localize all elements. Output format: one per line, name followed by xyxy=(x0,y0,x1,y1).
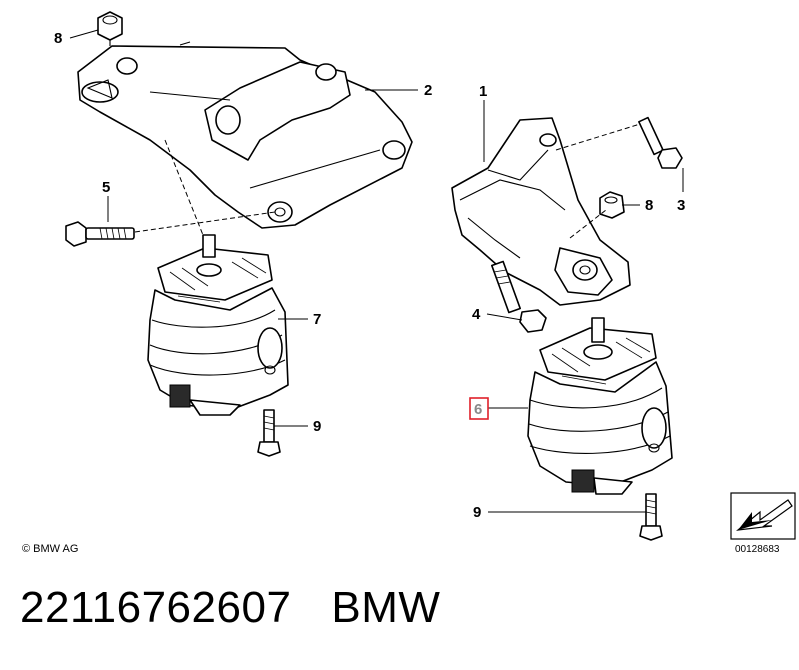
left-engine-mount-part xyxy=(147,234,289,416)
callout-left-5: 5 xyxy=(102,179,110,196)
diagram-reference-number: 00128683 xyxy=(735,544,780,555)
left-mount-pad-hatching xyxy=(169,257,267,303)
right-assembly: 1 8 3 4 6 9 xyxy=(451,83,685,541)
brand-name: BMW xyxy=(331,583,441,632)
right-lower-bolt-part xyxy=(639,493,663,541)
callout-left-9: 9 xyxy=(313,418,321,435)
left-assembly: 8 2 5 7 9 xyxy=(54,11,432,457)
left-hex-nut-part xyxy=(97,11,123,46)
part-number: 22116762607 xyxy=(20,583,292,632)
right-engine-bracket-part xyxy=(451,117,631,306)
direction-arrow-icon xyxy=(730,492,796,540)
callout-right-4: 4 xyxy=(472,306,481,323)
right-mount-pad-hatching xyxy=(551,337,651,385)
callout-left-8: 8 xyxy=(54,30,62,47)
right-bolt-3-part xyxy=(638,116,683,169)
callout-left-2: 2 xyxy=(424,82,432,99)
copyright-notice: © BMW AG xyxy=(22,543,78,555)
callout-right-6: 6 xyxy=(474,401,482,418)
callout-right-8: 8 xyxy=(645,197,653,214)
callout-right-9: 9 xyxy=(473,504,481,521)
footer-caption: 22116762607 BMW xyxy=(20,583,440,633)
left-lower-bolt-part xyxy=(257,409,281,457)
right-hex-nut-part xyxy=(599,191,625,219)
right-bolt-4-part xyxy=(491,260,547,333)
left-bolt-part xyxy=(65,221,135,247)
callout-right-3: 3 xyxy=(677,197,685,214)
right-engine-mount-part xyxy=(527,317,673,495)
highlight-box-part-6 xyxy=(469,397,489,420)
callout-left-7: 7 xyxy=(313,311,321,328)
left-engine-bracket-part xyxy=(77,41,413,229)
callout-right-1: 1 xyxy=(479,83,487,100)
